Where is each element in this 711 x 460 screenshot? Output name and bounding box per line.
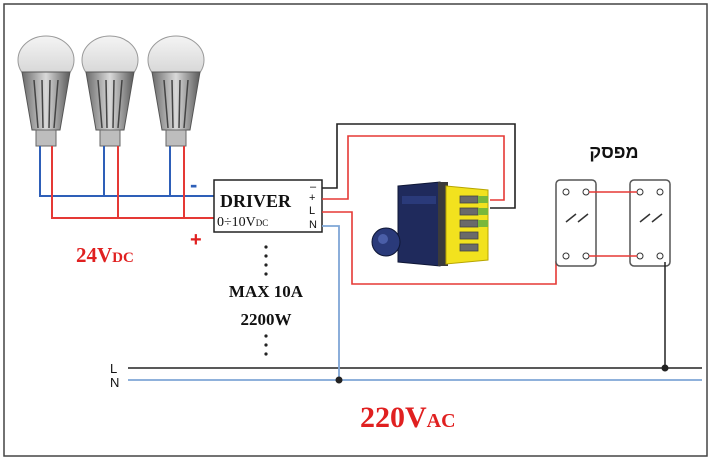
driver-terminal-minus: – (310, 181, 317, 193)
mains-voltage-label: 220VAC (360, 401, 456, 434)
led-bulb-icon (17, 35, 75, 147)
bulb-leads (39, 146, 214, 219)
driver-terminal-plus: + (309, 192, 315, 204)
driver-terminal-n: N (309, 219, 317, 231)
wall-switch-icon (629, 179, 671, 267)
rating-power: 2200W (241, 310, 292, 329)
mains-lines (128, 225, 702, 384)
polarity-minus: - (190, 172, 197, 197)
driver-range: 0÷10VDC (217, 215, 268, 230)
rating-max-current: MAX 10A (229, 282, 304, 301)
led-bulb-icon (147, 35, 205, 147)
switch-label: מפסק (589, 142, 638, 162)
driver-terminal-l: L (309, 205, 315, 217)
rating-dots (264, 245, 268, 356)
led-bulb-icon (81, 35, 139, 147)
wall-switch-icon (555, 179, 597, 267)
dimmer-module-icon (371, 181, 489, 267)
driver-title: DRIVER (220, 191, 292, 211)
driver-module: DRIVER 0÷10VDC – + L N (213, 179, 323, 233)
mains-line-n: N (110, 375, 119, 390)
mains-line-l: L (110, 361, 117, 376)
polarity-plus: + (190, 229, 202, 251)
switch-traveler-wires (589, 191, 637, 257)
dc-voltage-label: 24VDC (76, 243, 134, 267)
